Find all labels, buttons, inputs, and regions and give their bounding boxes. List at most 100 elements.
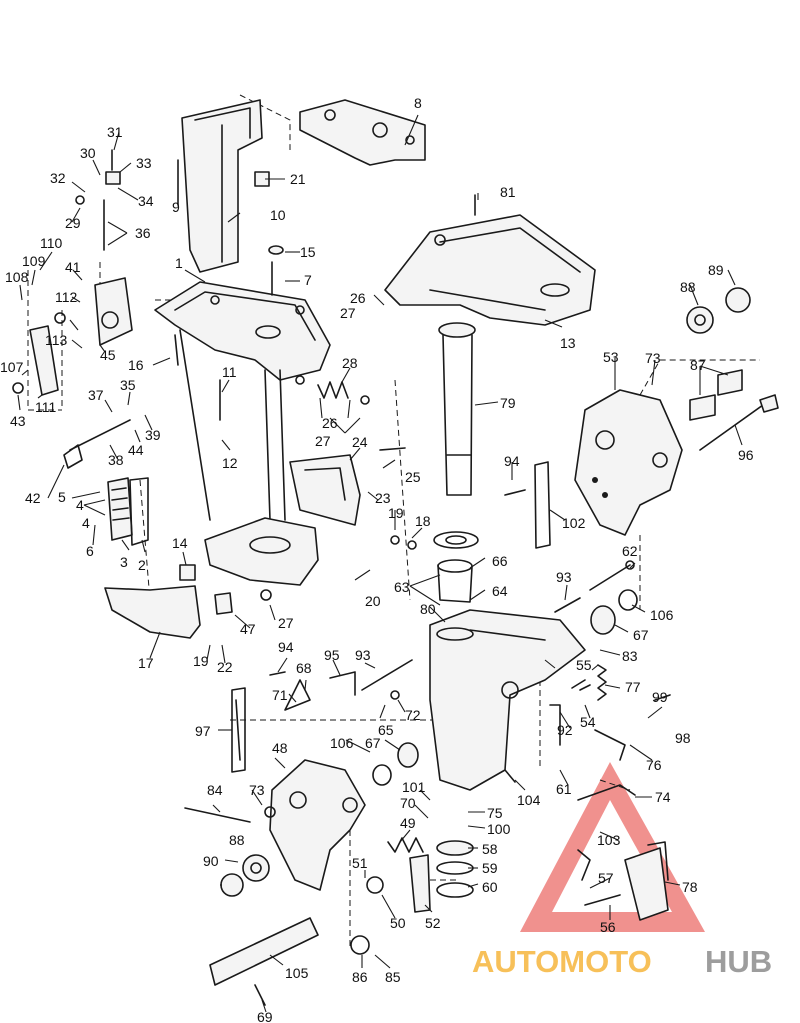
callout-4b: 4 [82, 515, 90, 531]
callout-14: 14 [172, 535, 188, 551]
callout-2: 2 [138, 557, 146, 573]
part-13-swivel-plate [384, 214, 596, 326]
callout-10: 10 [270, 207, 286, 223]
callout-23: 23 [375, 490, 391, 506]
callout-38: 38 [108, 452, 124, 468]
callout-110: 110 [40, 235, 63, 251]
callout-75: 75 [487, 805, 503, 821]
callout-107: 107 [0, 359, 24, 375]
callout-103: 103 [597, 832, 621, 848]
part-106-washer [372, 589, 638, 786]
part-90-cap [220, 873, 244, 897]
callout-94b: 94 [278, 639, 294, 655]
part-87-bushings [689, 369, 743, 421]
callout-33: 33 [136, 155, 152, 171]
callout-27c: 27 [315, 433, 331, 449]
callout-100: 100 [487, 821, 511, 837]
callout-64: 64 [492, 583, 508, 599]
part-105-tilt-bar [209, 917, 319, 986]
callout-30: 30 [80, 145, 96, 161]
callout-85: 85 [385, 969, 401, 985]
part-74-lever [577, 784, 636, 801]
part-8-gasket [299, 99, 426, 166]
callout-17: 17 [138, 655, 154, 671]
part-24-bracket [289, 454, 361, 526]
callout-12: 12 [222, 455, 238, 471]
callout-90: 90 [203, 853, 219, 869]
callout-47: 47 [240, 621, 256, 637]
callout-35: 35 [120, 377, 136, 393]
callout-57: 57 [598, 870, 614, 886]
part-93-tube [361, 597, 581, 691]
callout-54: 54 [580, 714, 596, 730]
callout-20: 20 [365, 593, 381, 609]
watermark-triangle [520, 762, 705, 932]
callout-43: 43 [10, 413, 26, 429]
part-1-leg [179, 329, 286, 521]
callout-77: 77 [625, 679, 641, 695]
callout-26a: 26 [350, 290, 366, 306]
callout-32: 32 [50, 170, 66, 186]
callout-3: 3 [120, 554, 128, 570]
callout-102: 102 [562, 515, 586, 531]
part-84-bolt [184, 807, 251, 823]
part-77-spring [597, 664, 607, 701]
callout-37: 37 [88, 387, 104, 403]
callout-108: 108 [5, 269, 29, 285]
watermark-brand-primary: AUTOMOTO [472, 944, 652, 979]
callout-111: 111 [35, 399, 56, 415]
callout-65: 65 [378, 722, 394, 738]
callout-8: 8 [414, 95, 422, 111]
callout-67a: 67 [633, 627, 649, 643]
callout-88b: 88 [229, 832, 245, 848]
callout-86: 86 [352, 969, 368, 985]
callout-51: 51 [352, 855, 368, 871]
callout-95: 95 [324, 647, 340, 663]
callout-112: 112 [55, 289, 78, 305]
lower-plate [204, 517, 319, 586]
part-28-spring [295, 375, 370, 405]
callout-96: 96 [738, 447, 754, 463]
callout-59: 59 [482, 860, 498, 876]
callout-11: 11 [222, 364, 237, 380]
callout-92: 92 [557, 722, 573, 738]
callout-26b: 26 [322, 415, 338, 431]
callout-labels: 8 31 30 33 32 34 29 36 9 21 10 15 7 1 11… [0, 95, 754, 1023]
callout-98: 98 [675, 730, 691, 746]
callout-106a: 106 [650, 607, 674, 623]
callout-25: 25 [405, 469, 421, 485]
callout-22: 22 [217, 659, 233, 675]
part-58-60-rings [436, 840, 474, 898]
assembly-guide-lines [27, 94, 760, 950]
callout-93b: 93 [355, 647, 371, 663]
callout-18: 18 [415, 513, 431, 529]
callout-58: 58 [482, 841, 498, 857]
part-1-adapter-housing [154, 281, 331, 381]
callout-16: 16 [128, 357, 144, 373]
part-67-bushing [397, 605, 616, 768]
callout-79: 79 [500, 395, 516, 411]
part-88-lower-nut [242, 854, 270, 882]
callout-113: 113 [45, 332, 68, 348]
callout-68: 68 [296, 660, 312, 676]
callout-29: 29 [65, 215, 81, 231]
part-41-bracket [94, 277, 133, 346]
callout-60: 60 [482, 879, 498, 895]
callout-48: 48 [272, 740, 288, 756]
watermark-brand-secondary: HUB [705, 944, 772, 979]
part-66-bushing [433, 531, 479, 603]
callout-28: 28 [342, 355, 358, 371]
callout-89: 89 [708, 262, 724, 278]
small-hardware [12, 149, 671, 1006]
callout-66: 66 [492, 553, 508, 569]
callout-7: 7 [304, 272, 312, 288]
callout-104: 104 [517, 792, 541, 808]
part-2-plate [129, 477, 149, 546]
part-10-exhaust-tube [181, 99, 263, 273]
parts [12, 99, 779, 1006]
callout-50: 50 [390, 915, 406, 931]
callout-45: 45 [100, 347, 116, 363]
callout-83: 83 [622, 648, 638, 664]
callout-72: 72 [405, 707, 421, 723]
